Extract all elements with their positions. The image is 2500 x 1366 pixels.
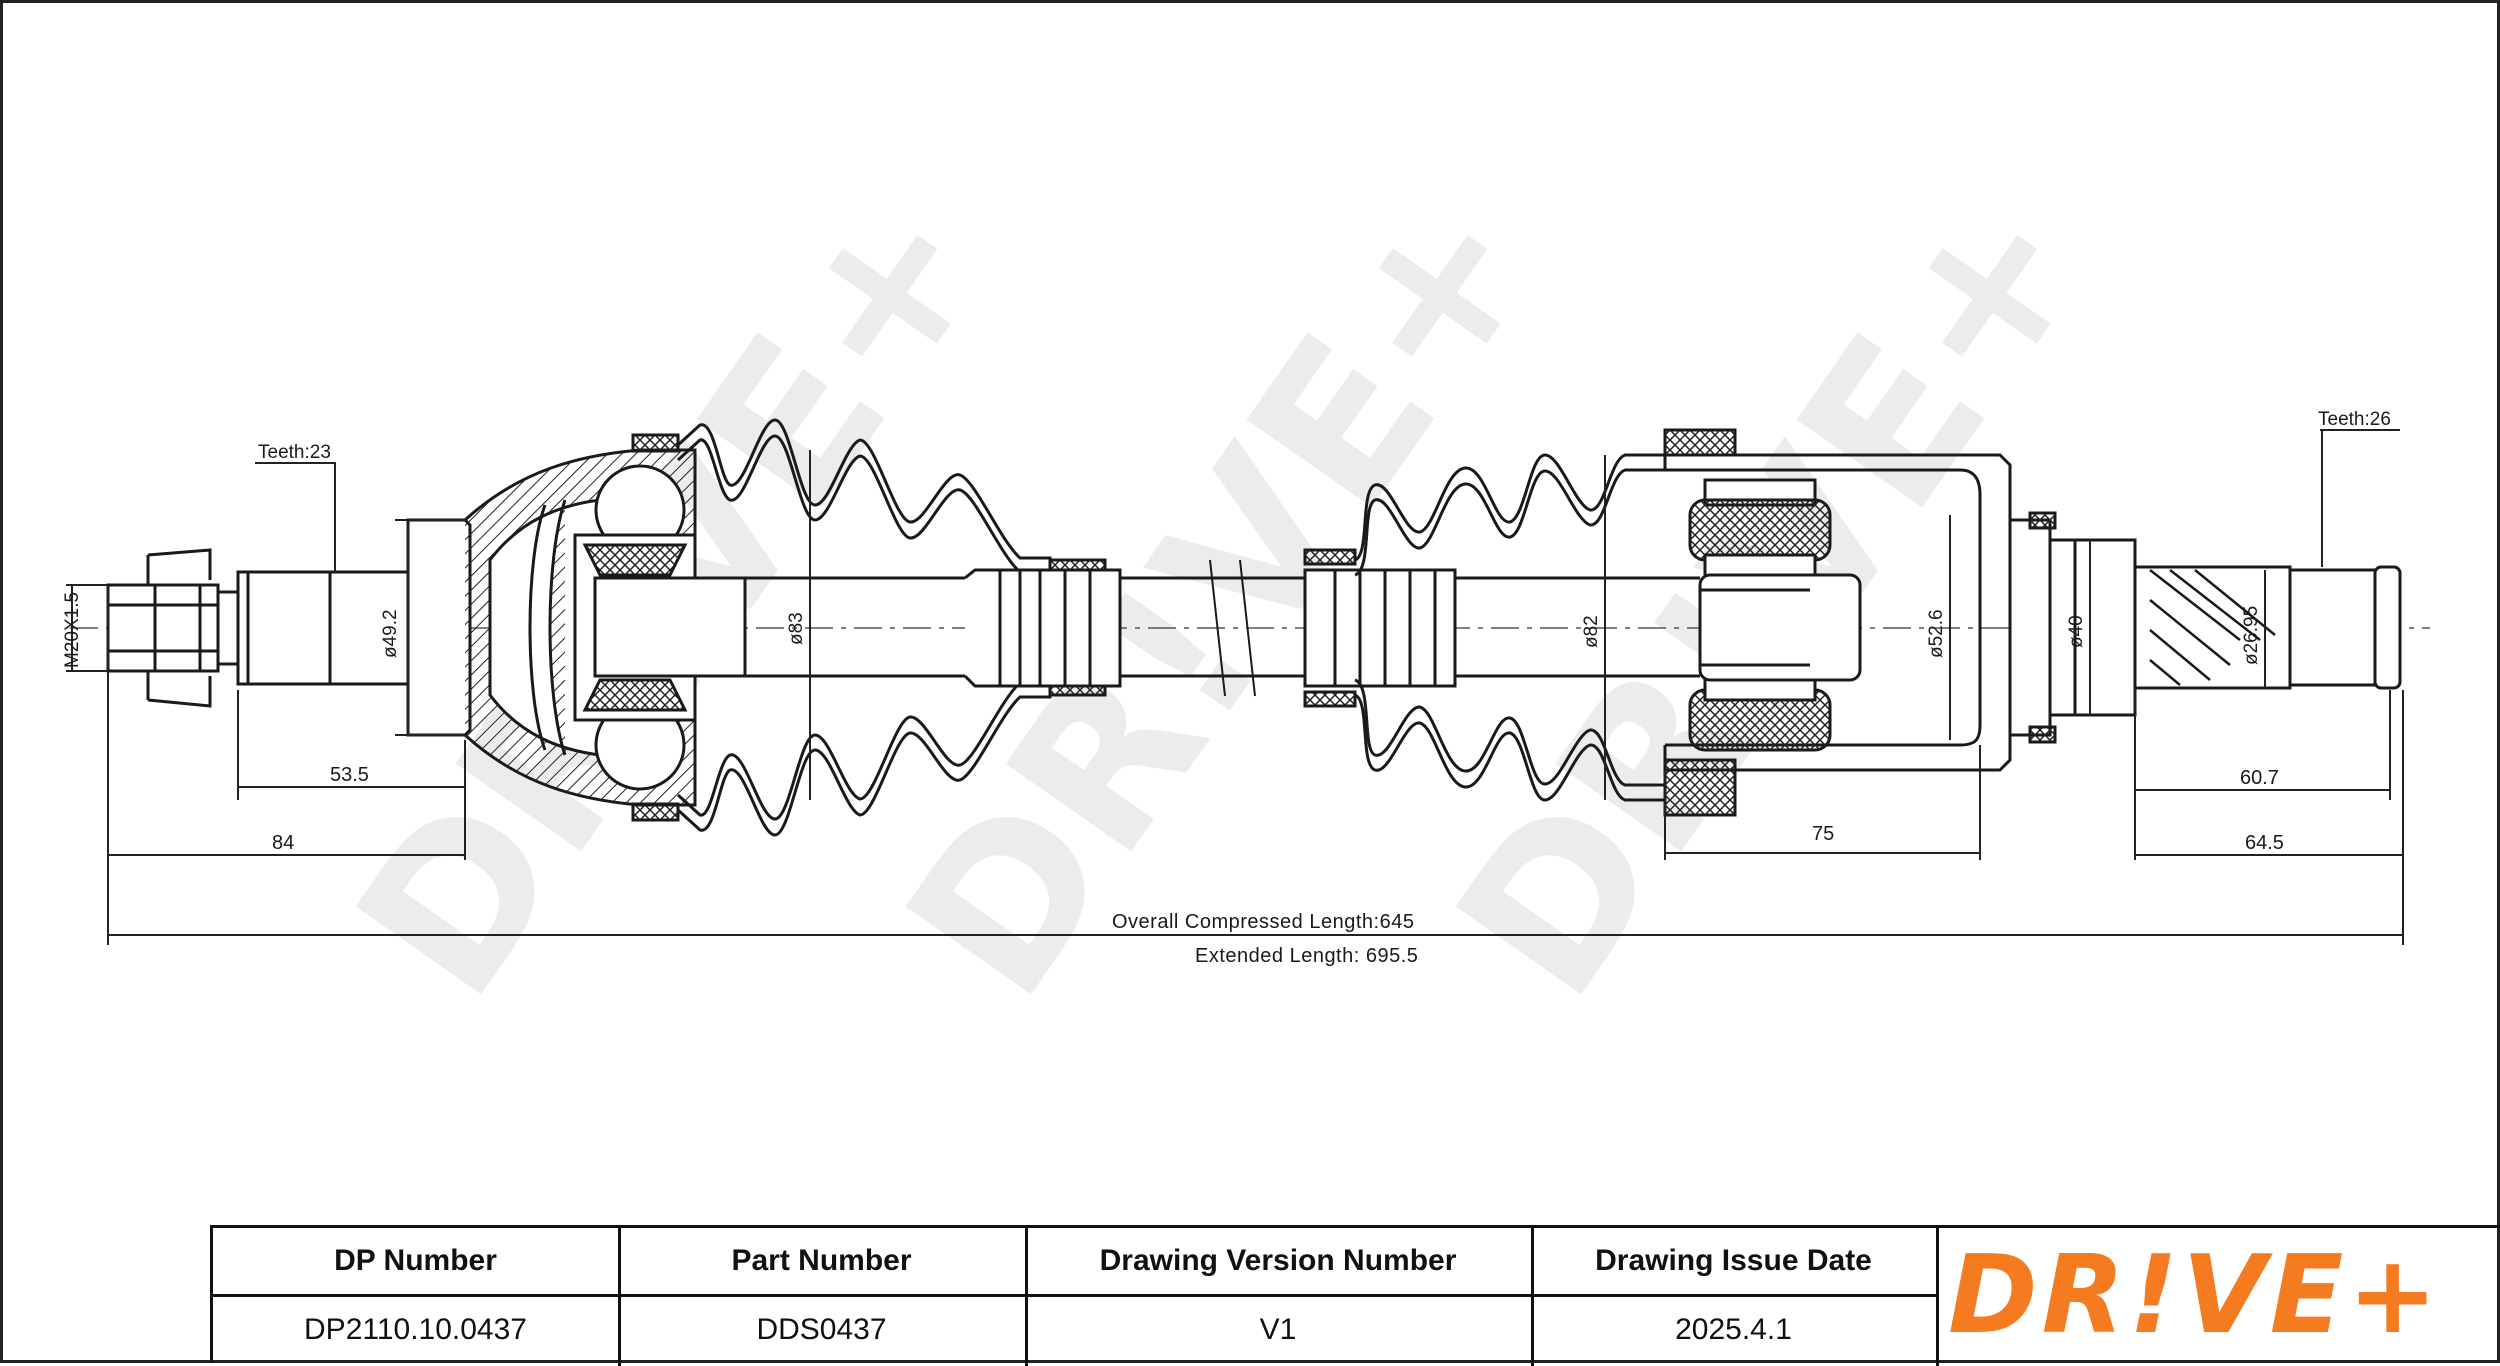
- text-labels: Teeth:23 Teeth:26 M20X1.5 ø49.2 ø83 ø82 …: [62, 409, 2391, 967]
- diameter-inner-housing: ø52.6: [1926, 609, 1947, 658]
- teeth-left-label: Teeth:23: [258, 442, 331, 463]
- title-block: DP Number Part Number Drawing Version Nu…: [210, 1225, 2500, 1366]
- diameter-outer-joint: ø49.2: [380, 609, 401, 658]
- diameter-inner-stub: ø40: [2066, 615, 2087, 648]
- dim-inner-joint: 75: [1812, 823, 1834, 845]
- value-issue-date: 2025.4.1: [1675, 1313, 1792, 1346]
- header-issue-date: Drawing Issue Date: [1595, 1244, 1872, 1277]
- shaft-geometry: [106, 418, 2402, 837]
- dim-outer-spline: 53.5: [330, 764, 369, 786]
- dim-inner-spline: 60.7: [2240, 767, 2279, 789]
- dim-outer-total: 84: [272, 832, 294, 854]
- thread-label: M20X1.5: [62, 592, 83, 668]
- header-drawing-version: Drawing Version Number: [1099, 1244, 1457, 1277]
- dim-inner-total: 64.5: [2245, 832, 2284, 854]
- overall-compressed-length: Overall Compressed Length:645: [1112, 911, 1414, 933]
- diameter-right-boot: ø82: [1581, 615, 1602, 648]
- drive-logo: DR!VE+: [1948, 1240, 2442, 1350]
- value-dp-number: DP2110.10.0437: [304, 1313, 527, 1346]
- header-dp-number: DP Number: [334, 1244, 497, 1277]
- extended-length: Extended Length: 695.5: [1195, 945, 1418, 967]
- teeth-right-label: Teeth:26: [2318, 409, 2391, 430]
- dimension-lines: [66, 429, 2404, 945]
- logo-text: DR!VE+: [1948, 1240, 2442, 1350]
- header-part-number: Part Number: [731, 1244, 912, 1277]
- diameter-left-boot: ø83: [786, 612, 807, 645]
- value-drawing-version: V1: [1259, 1313, 1297, 1346]
- diameter-right-spline: ø26.95: [2241, 606, 2262, 665]
- value-part-number: DDS0437: [756, 1313, 887, 1346]
